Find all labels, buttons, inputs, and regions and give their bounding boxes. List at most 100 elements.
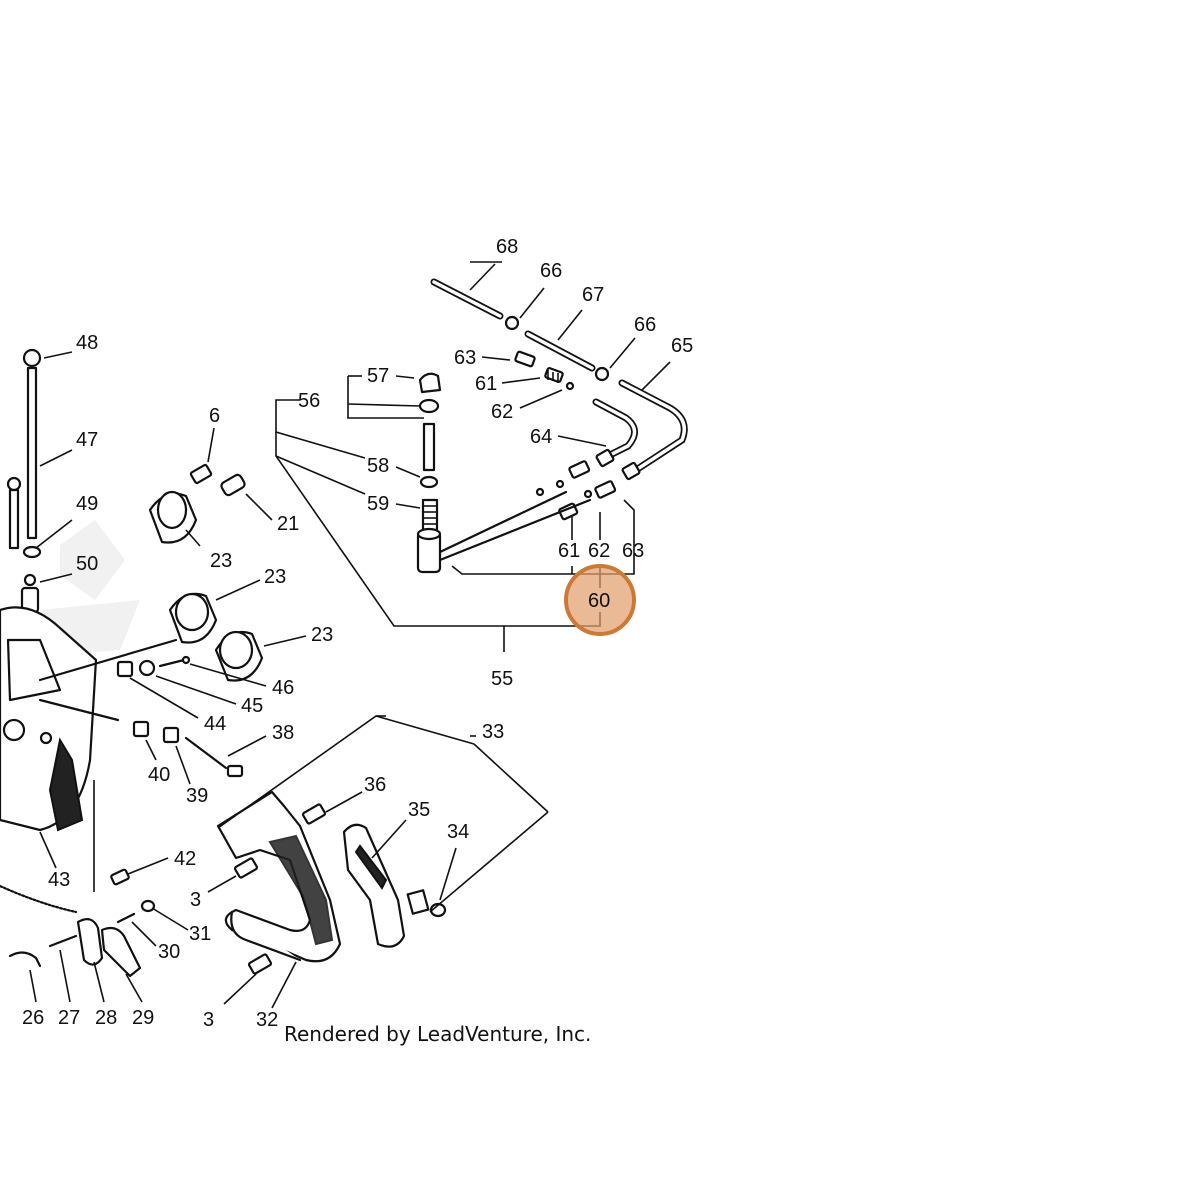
fitting-right-b: [594, 480, 617, 499]
bolt-36: [301, 803, 327, 825]
bolt-3b: [247, 953, 273, 975]
callout-40: 40: [148, 764, 170, 786]
callout-35: 35: [408, 799, 430, 821]
callout-58: 58: [367, 455, 389, 477]
rod-38: [184, 736, 244, 778]
spring-59: [421, 498, 439, 532]
nut-56: [418, 398, 440, 414]
callout-30: 30: [158, 941, 180, 963]
callout-66: 66: [540, 260, 562, 282]
callout-39: 39: [186, 785, 208, 807]
nut-40: [132, 720, 150, 738]
bushing-21: [220, 473, 246, 497]
cap-57: [418, 372, 442, 394]
callout-6: 6: [209, 405, 220, 427]
render-credit: Rendered by LeadVenture, Inc.: [284, 1022, 591, 1046]
housing-43: [0, 606, 178, 832]
callout-49: 49: [76, 493, 98, 515]
callout-47: 47: [76, 429, 98, 451]
callout-26: 26: [22, 1007, 44, 1029]
callout-63: 63: [454, 347, 476, 369]
callout-64: 64: [530, 426, 552, 448]
callout-46: 46: [272, 677, 294, 699]
clamp-66b: [594, 366, 610, 382]
callout-57: 57: [367, 365, 389, 387]
callout-67: 67: [582, 284, 604, 306]
valve-body-60: [416, 490, 592, 574]
callout-65: 65: [671, 335, 693, 357]
nut-44: [116, 660, 134, 678]
washer-31: [140, 899, 156, 913]
stem: [419, 422, 439, 489]
bolt-42: [110, 868, 130, 886]
callout-59: 59: [367, 493, 389, 515]
boot-23b: [168, 592, 218, 644]
callout-62: 62: [491, 401, 513, 423]
callout-43: 43: [48, 869, 70, 891]
callout-42: 42: [174, 848, 196, 870]
callout-3: 3: [190, 889, 201, 911]
tube-67: [524, 330, 596, 372]
boot-23c: [214, 630, 264, 682]
highlight-circle: [564, 564, 636, 636]
pin-30: [116, 912, 136, 924]
fitting-50: [20, 573, 40, 614]
rod-left: [6, 476, 22, 550]
callout-labels: 68 66 67 66 65 63 61 62 64 57 56 58 59 6…: [22, 236, 693, 1031]
callout-21: 21: [277, 513, 299, 535]
callout-31: 31: [189, 923, 211, 945]
fitting-right-a: [568, 460, 591, 479]
lever-29: [100, 926, 142, 978]
cover-35: [342, 823, 406, 948]
callout-28: 28: [95, 1007, 117, 1029]
callout-23: 23: [210, 550, 232, 572]
spring-26: [8, 951, 42, 968]
callout-36: 36: [364, 774, 386, 796]
callout-23: 23: [311, 624, 333, 646]
callout-50: 50: [76, 553, 98, 575]
ball-62a: [565, 381, 575, 391]
callout-38: 38: [272, 722, 294, 744]
callout-29: 29: [132, 1007, 154, 1029]
leader-lines-lower: [29, 351, 549, 1009]
callout-68: 68: [496, 236, 518, 258]
callout-66: 66: [634, 314, 656, 336]
pipe-64: [592, 398, 638, 468]
callout-56: 56: [298, 390, 320, 412]
pin-46: [158, 655, 191, 668]
plate-34: [406, 889, 447, 918]
small-balls: [535, 479, 593, 499]
callout-63: 63: [622, 540, 644, 562]
nut-39: [162, 726, 180, 744]
rod-47: [22, 348, 42, 540]
callout-33: 33: [482, 721, 504, 743]
fitting-63a: [514, 350, 536, 368]
callout-60: 60: [588, 590, 610, 612]
callout-61: 61: [558, 540, 580, 562]
callout-23: 23: [264, 566, 286, 588]
callout-3: 3: [203, 1009, 214, 1031]
pipe-65: [618, 379, 688, 481]
washer-49: [22, 545, 42, 559]
callout-45: 45: [241, 695, 263, 717]
arm-28: [76, 917, 104, 966]
bolt-27: [48, 934, 78, 948]
bolt-6: [189, 463, 213, 485]
callout-27: 27: [58, 1007, 80, 1029]
lever-32: [216, 790, 342, 963]
watermark-logo: [40, 520, 140, 655]
callout-34: 34: [447, 821, 469, 843]
boot-23a: [148, 490, 198, 544]
callout-48: 48: [76, 332, 98, 354]
cable: [0, 884, 78, 914]
spring-61a: [544, 367, 564, 383]
bolt-3a: [233, 857, 259, 879]
clamp-66a: [504, 315, 520, 331]
callout-61: 61: [475, 373, 497, 395]
washer-45: [138, 659, 156, 677]
callout-55: 55: [491, 668, 513, 690]
callout-62: 62: [588, 540, 610, 562]
callout-44: 44: [204, 713, 226, 735]
callout-32: 32: [256, 1009, 278, 1031]
